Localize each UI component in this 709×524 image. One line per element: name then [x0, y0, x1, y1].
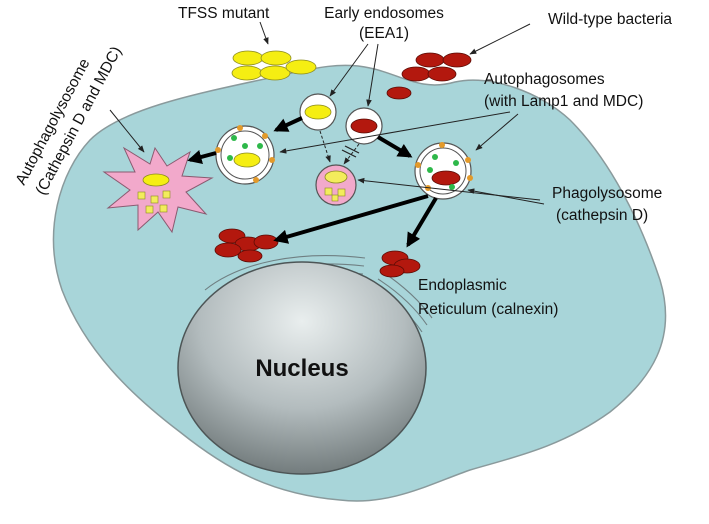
label-phagolysosome: Phagolysosome — [552, 185, 662, 202]
nucleus — [177, 261, 427, 475]
arrow-endosome-to-autophagosome-mutant — [273, 116, 303, 132]
tfss-mutant-bacteria — [231, 50, 317, 81]
callout-autophagolysosome — [109, 109, 145, 153]
arrow-endosome-to-autophagosome-wildtype — [376, 135, 413, 158]
callout-phagolysosome-2 — [467, 188, 545, 205]
arrow-autophagosome-to-er-left — [273, 194, 429, 244]
block-marks — [341, 145, 360, 158]
label-autophagosomes-markers: (with Lamp1 and MDC) — [484, 93, 643, 110]
callout-endosome-1 — [329, 43, 369, 97]
callout-lines — [109, 21, 545, 205]
callout-endosome-2 — [366, 43, 379, 107]
phagolysosome — [315, 164, 357, 206]
arrow-autophagosome-to-autophagolysosome — [187, 150, 217, 164]
label-endoplasmic-reticulum: Endoplasmic — [418, 277, 507, 294]
label-reticulum-calnexin: Reticulum (calnexin) — [418, 301, 558, 318]
callout-autophagosome-2 — [475, 113, 519, 151]
nucleus-label: Nucleus — [255, 355, 348, 382]
wild-type-bacteria — [386, 52, 472, 100]
er-bacteria-left — [214, 228, 279, 263]
label-phagolysosome-marker: (cathepsin D) — [556, 207, 648, 224]
label-early-endosomes-marker: (EEA1) — [359, 25, 409, 42]
callout-wild-type — [469, 23, 531, 55]
blocked-arrows — [319, 130, 360, 165]
label-autophagosomes: Autophagosomes — [484, 71, 605, 88]
early-endosome-wild-type — [345, 107, 383, 145]
callout-phagolysosome-1 — [357, 177, 541, 201]
label-tfss-mutant: TFSS mutant — [178, 5, 270, 22]
autophagolysosome — [102, 146, 214, 234]
pathway-arrows — [187, 116, 438, 248]
label-early-endosomes: Early endosomes — [324, 5, 444, 22]
callout-tfss — [259, 21, 269, 45]
label-wild-type-bacteria: Wild-type bacteria — [548, 11, 672, 28]
early-endosome-mutant — [299, 93, 337, 131]
er-bacteria-right — [379, 250, 421, 278]
arrow-autophagosome-to-er-right — [406, 196, 438, 248]
callout-autophagosome-1 — [279, 111, 511, 154]
autophagosome-wild-type — [414, 142, 473, 200]
